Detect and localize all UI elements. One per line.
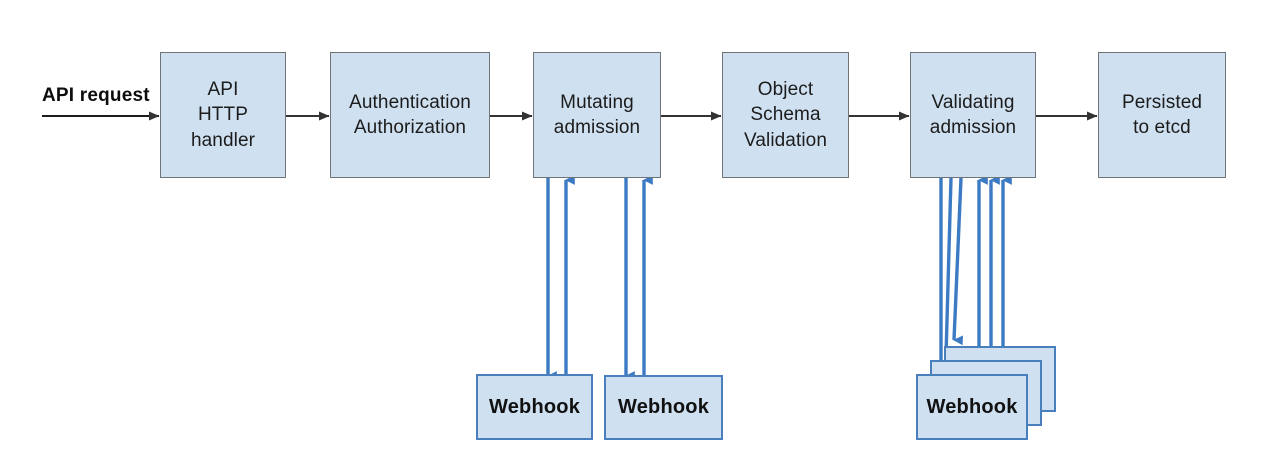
api-request-label: API request (42, 85, 150, 106)
stage-box-object-schema-validation[interactable]: Object Schema Validation (722, 52, 849, 178)
webhook-box-mutating-1[interactable]: Webhook (476, 374, 593, 440)
stage-box-validating-admission[interactable]: Validating admission (910, 52, 1036, 178)
stage-box-authentication[interactable]: Authentication Authorization (330, 52, 490, 178)
mutating-webhook-1-call-group (546, 175, 575, 381)
stage-box-api-http-handler[interactable]: API HTTP handler (160, 52, 286, 178)
stage-box-mutating-admission[interactable]: Mutating admission (533, 52, 661, 178)
validating-webhook-call-arrow-3 (952, 177, 964, 346)
mutating-webhook-2-call-group (624, 175, 653, 381)
webhook-box-mutating-2[interactable]: Webhook (604, 375, 723, 440)
validating-webhook-call-arrow-2 (944, 177, 955, 362)
stage-box-persisted-to-etcd[interactable]: Persisted to etcd (1098, 52, 1226, 178)
validating-webhook-call-group (939, 177, 964, 377)
webhook-box-validating-stack-front[interactable]: Webhook (916, 374, 1028, 440)
